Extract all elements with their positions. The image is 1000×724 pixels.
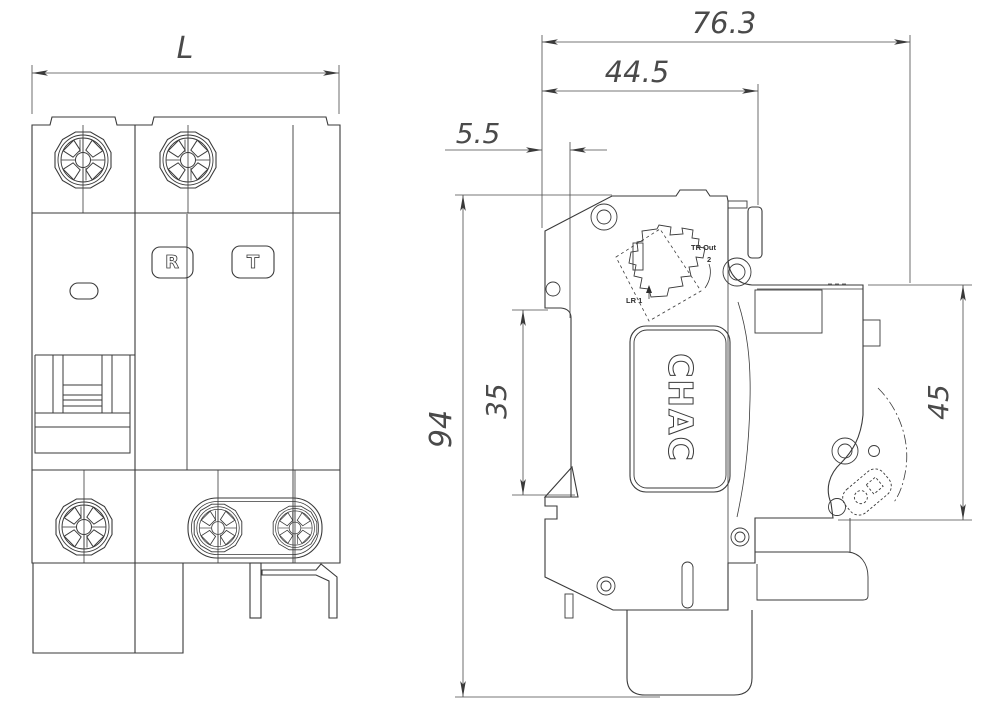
reset-button-label: R bbox=[165, 252, 179, 273]
dimensions: L 76.3 44.5 5.5 bbox=[31, 6, 972, 698]
dim-total-depth-value: 76.3 bbox=[692, 6, 757, 40]
schematic-tr-out-label: TR Out bbox=[691, 243, 716, 252]
toggle-handle bbox=[34, 354, 135, 454]
side-body-outline bbox=[544, 189, 864, 611]
dimension-rail-recess: 5.5 bbox=[445, 117, 607, 318]
bottom-bracket bbox=[261, 563, 338, 619]
brand-logo: CHAC bbox=[661, 353, 700, 463]
dimension-upper-depth: 44.5 bbox=[542, 55, 759, 205]
dim-height-value: 94 bbox=[424, 410, 459, 448]
dimension-rail-width: 35 bbox=[480, 309, 575, 496]
dim-upper-depth-value: 44.5 bbox=[605, 55, 670, 89]
terminal-block bbox=[626, 610, 753, 696]
dimension-total-depth: 76.3 bbox=[541, 6, 911, 283]
lever-ghost bbox=[842, 468, 892, 516]
rivet-icons bbox=[545, 203, 880, 596]
dimension-height: 94 bbox=[424, 194, 660, 698]
schematic-terminal-2-label: 2 bbox=[707, 255, 711, 264]
brand-plate: CHAC bbox=[629, 325, 731, 493]
dim-front-height-value: 45 bbox=[922, 384, 955, 420]
dimension-width-L: L bbox=[31, 31, 340, 114]
bottom-pin bbox=[249, 562, 262, 619]
front-view: R T bbox=[31, 116, 341, 654]
test-button bbox=[231, 245, 275, 279]
indicator-window bbox=[69, 282, 99, 300]
dim-rail-recess-value: 5.5 bbox=[456, 117, 501, 150]
bottom-block bbox=[32, 563, 184, 654]
din-clip-tooth bbox=[543, 465, 579, 498]
side-schematic: TR Out 2 LR 1 bbox=[615, 224, 716, 322]
dim-rail-width-value: 35 bbox=[480, 383, 513, 419]
lever-swing-arc bbox=[877, 387, 908, 503]
schematic-lr-label: LR 1 bbox=[626, 296, 642, 305]
side-view: TR Out 2 LR 1 CHAC bbox=[543, 189, 908, 696]
test-button-label: T bbox=[247, 252, 260, 273]
reset-button bbox=[151, 246, 194, 279]
dimension-front-height: 45 bbox=[838, 284, 972, 521]
front-body-outline bbox=[31, 116, 341, 564]
dim-width-value: L bbox=[177, 31, 194, 66]
